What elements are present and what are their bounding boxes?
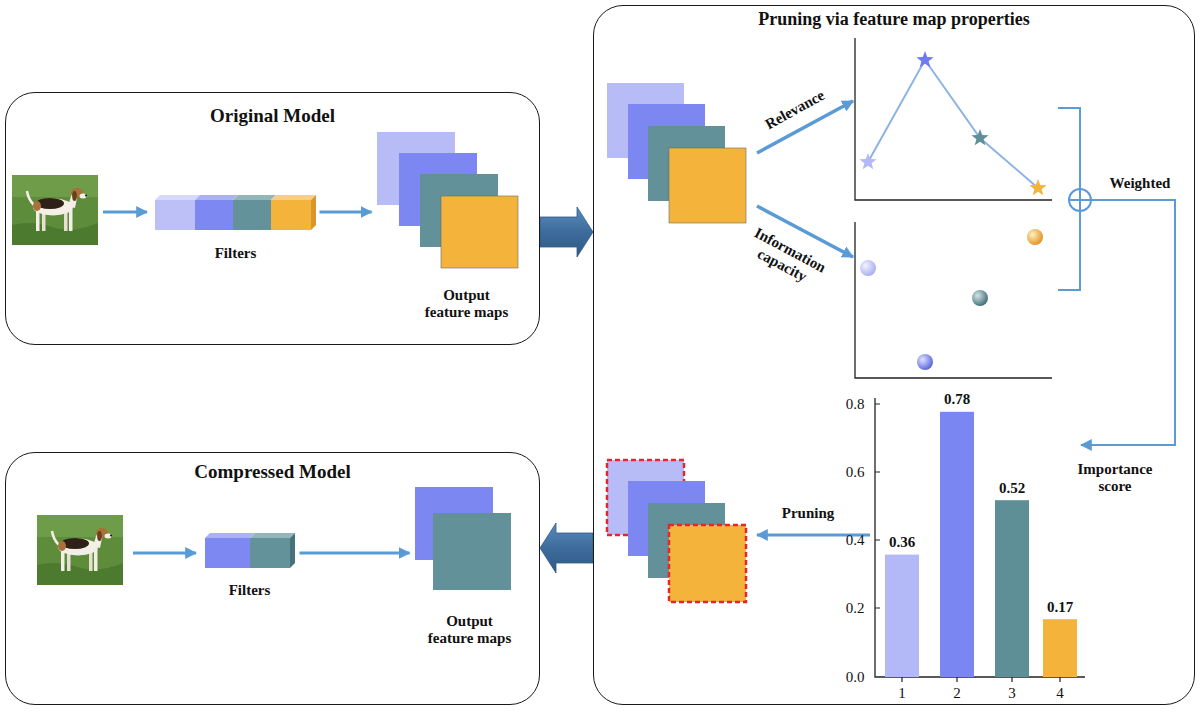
filter-face (195, 200, 233, 230)
filter-top (205, 533, 255, 538)
tick-label: 1 (898, 685, 906, 702)
filter-block (155, 195, 316, 230)
filter-stack: Filters (152, 193, 320, 265)
part-label: Output feature maps (421, 287, 513, 322)
filter-side (311, 195, 316, 230)
tick-label: 3 (1008, 685, 1016, 702)
feature-map (433, 513, 511, 590)
tick-label: 0.2 (846, 600, 865, 617)
tick-label: 0.4 (846, 532, 865, 549)
bar-value: 0.36 (889, 534, 915, 551)
tick-label: 0.6 (846, 464, 865, 481)
edge-label: Information capacity (737, 221, 834, 294)
panel-title: Pruning via feature map properties (758, 9, 1029, 30)
operator-label: Weighted (1110, 175, 1171, 192)
score-bar (940, 412, 974, 677)
sum-cross (1069, 189, 1091, 211)
feature-maps (377, 132, 518, 268)
dog-photo (37, 515, 123, 585)
filter-block (205, 533, 295, 568)
feature-map (441, 196, 518, 268)
bar-value: 0.17 (1047, 599, 1073, 616)
input-arrow (133, 552, 196, 555)
axis-title: Importance score (1065, 461, 1165, 495)
chart-axes (855, 222, 1052, 378)
feature-map-stack: Output feature maps (372, 128, 522, 328)
star-marker (859, 153, 876, 169)
part-label: Filters (215, 245, 257, 262)
sphere-marker (1027, 229, 1043, 245)
filter-face (233, 200, 271, 230)
panel-title: Compressed Model (194, 461, 350, 483)
bar-value: 0.52 (999, 480, 1025, 497)
bar-axes (875, 398, 1085, 677)
feature-maps (607, 83, 746, 223)
filter-face (271, 200, 311, 230)
star-marker (1029, 179, 1046, 195)
filter-stack: Filters (200, 532, 300, 602)
filter-side (290, 533, 295, 568)
axis-ticks (875, 404, 1060, 682)
tick-label: 0.8 (846, 396, 865, 413)
chart-axes (855, 38, 1052, 200)
input-arrow (103, 211, 147, 214)
filter-top (195, 195, 238, 200)
sphere-marker (917, 354, 933, 370)
model-panel: Original ModelFiltersOutput feature maps (5, 92, 540, 345)
score-arrow (1081, 200, 1175, 445)
filter-top (155, 195, 200, 200)
filter-top (250, 533, 295, 538)
filter-top (233, 195, 276, 200)
feature-maps (415, 487, 511, 590)
tick-label: 0.0 (846, 669, 865, 686)
score-bar (995, 500, 1029, 677)
model-panel: Compressed ModelFiltersOutput feature ma… (5, 452, 540, 705)
star-marker (916, 51, 933, 67)
sphere-marker (972, 290, 988, 306)
filter-top (271, 195, 316, 200)
filter-face (250, 538, 290, 568)
flow-arrow (300, 552, 410, 555)
pruning-panel: Pruning via feature map properties (593, 5, 1195, 705)
panel-title: Original Model (210, 105, 335, 127)
block-arrow (540, 207, 593, 257)
filter-face (205, 538, 250, 568)
sphere-marker (860, 260, 876, 276)
sum-symbol (1069, 189, 1091, 211)
filter-face (155, 200, 195, 230)
step-label: Pruning (782, 505, 835, 522)
tick-label: 4 (1056, 685, 1064, 702)
feature-map (669, 148, 746, 223)
relevance-line (868, 60, 1038, 188)
star-marker (971, 129, 988, 145)
feature-map-stack: Output feature maps (410, 484, 530, 654)
block-arrow (540, 523, 593, 573)
dog-photo (12, 175, 98, 245)
part-label: Filters (229, 582, 271, 599)
score-bar (1043, 619, 1077, 677)
part-label: Output feature maps (424, 613, 516, 648)
edge-label: Relevance (762, 87, 827, 133)
bar-value: 0.78 (944, 391, 970, 408)
flow-arrow (320, 211, 372, 214)
pruned-feature-maps (607, 460, 746, 602)
pruned-map (669, 525, 746, 602)
tick-label: 2 (953, 685, 961, 702)
score-bar (885, 555, 919, 677)
